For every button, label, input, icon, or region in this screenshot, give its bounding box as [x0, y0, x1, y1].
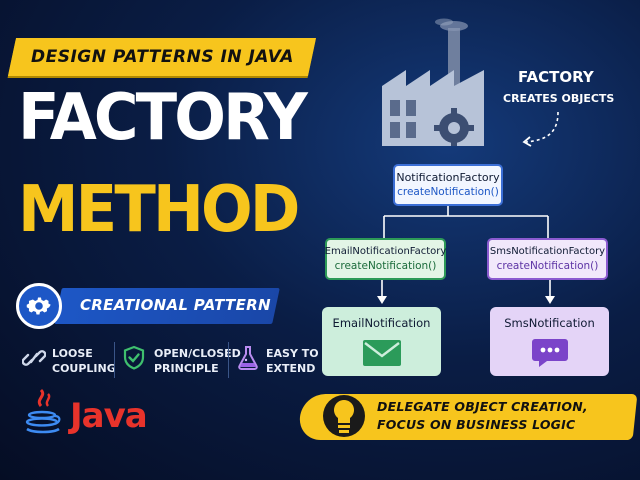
- factory-icon: [378, 18, 488, 148]
- node-title: SmsNotificationFactory: [489, 246, 606, 257]
- diagram-node-sms-factory: SmsNotificationFactory createNotificatio…: [487, 238, 608, 280]
- title-line-2: METHOD: [18, 173, 300, 247]
- node-title: NotificationFactory: [396, 171, 500, 184]
- envelope-icon: [362, 340, 401, 366]
- tagline-line-1: DELEGATE OBJECT CREATION,: [377, 399, 588, 414]
- factory-caption-title: FACTORY: [518, 68, 594, 86]
- node-method: createNotification(): [397, 186, 499, 198]
- factory-caption-subtitle: CREATES OBJECTS: [503, 92, 615, 105]
- gear-icon: [16, 283, 62, 329]
- java-cup-icon: [22, 388, 64, 438]
- chat-bubble-icon: [531, 339, 568, 367]
- diagram-node-email-notification: EmailNotification: [322, 307, 441, 376]
- feature-divider: [114, 342, 115, 378]
- node-title: SmsNotification: [504, 316, 595, 330]
- curved-arrow-icon: [522, 111, 559, 147]
- feature-text-loose-coupling: LOOSE COUPLING: [52, 347, 116, 375]
- feature-text-open-closed: OPEN/CLOSED PRINCIPLE: [154, 347, 241, 375]
- node-method: createNotification(): [334, 260, 437, 272]
- shield-check-icon: [122, 345, 146, 371]
- category-badge-label: CREATIONAL PATTERN: [80, 296, 271, 314]
- lightbulb-icon: [322, 388, 366, 444]
- node-title: EmailNotificationFactory: [324, 246, 447, 257]
- title-line-1: FACTORY: [18, 81, 308, 155]
- diagram-node-notification-factory: NotificationFactory createNotification(): [393, 164, 503, 206]
- diagram-node-sms-notification: SmsNotification: [490, 307, 609, 376]
- feature-text-easy-extend: EASY TO EXTEND: [266, 347, 319, 375]
- node-method: createNotification(): [496, 260, 599, 272]
- diagram-node-email-factory: EmailNotificationFactory createNotificat…: [325, 238, 446, 280]
- java-wordmark: Java: [70, 396, 148, 436]
- feature-divider: [228, 342, 229, 378]
- link-icon: [21, 345, 47, 371]
- node-title: EmailNotification: [332, 316, 431, 330]
- tagline-line-2: FOCUS ON BUSINESS LOGIC: [377, 417, 576, 432]
- flask-icon: [236, 345, 260, 371]
